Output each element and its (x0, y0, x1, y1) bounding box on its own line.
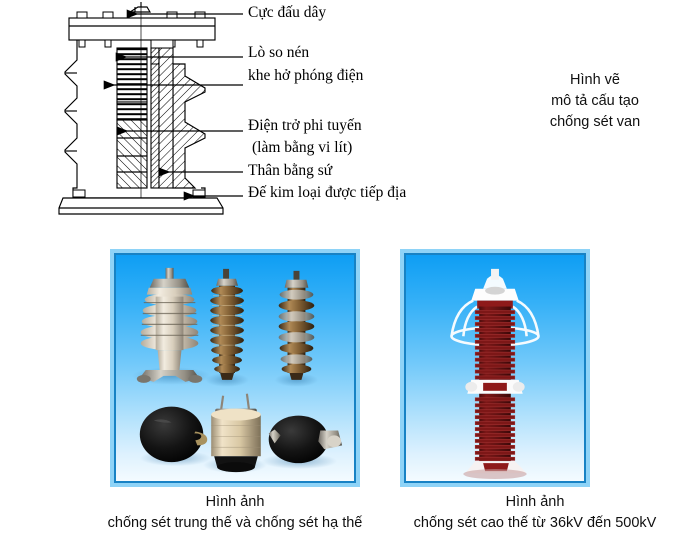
caption-medium-voltage: Hình ảnh chống sét trung thế và chống sé… (55, 492, 415, 533)
caption-medium-voltage-line-1: Hình ảnh (205, 494, 265, 510)
side-note-line-1: Hình vẽ (570, 72, 620, 88)
caption-high-voltage-line-1: Hình ảnh (505, 494, 565, 510)
arrester-porcelain-white (131, 267, 212, 385)
photo-inner-medium-voltage (114, 253, 356, 483)
arrester-sheds-upper (474, 310, 516, 380)
side-note-line-2: mô tả cấu tạo (551, 93, 639, 110)
side-note-line-3: chống sét van (549, 114, 641, 131)
callout-label-porcelain-body: Thân bằng sứ (248, 162, 333, 179)
callout-label-spark-gap: khe hở phóng điện (248, 67, 364, 84)
callout-label-terminal: Cực đấu dây (248, 4, 327, 21)
callout-label-spring: Lò so nén (248, 44, 310, 61)
caption-medium-voltage-line-2: chống sét trung thế và chống sét hạ thế (107, 514, 363, 531)
callout-label-grounded-base: Đế kim loại được tiếp địa (248, 184, 407, 201)
arrester-sheds-lower (474, 397, 516, 461)
top-terminal-cap (471, 268, 519, 309)
cross-section-diagram-area: Cực đấu dây Lò so nén khe hở phóng điện … (0, 0, 700, 235)
medium-voltage-arrester-photo (131, 267, 343, 474)
high-voltage-arrester-photo (450, 268, 540, 480)
arrester-polymer-grey-right (274, 270, 319, 387)
photo-inner-high-voltage (404, 253, 586, 483)
photo-panel-high-voltage (400, 249, 590, 487)
caption-high-voltage-line-2: chống sét cao thế từ 36kV đến 500kV (413, 514, 657, 531)
arrester-low-voltage-black-left (139, 406, 212, 467)
surge-arrester-cross-section-drawing (58, 2, 224, 215)
photo-panel-medium-voltage (110, 249, 360, 487)
arrester-low-voltage-cream-middle (203, 393, 267, 474)
arrester-low-voltage-black-right (261, 415, 343, 470)
callout-label-nonlinear-resistor: Điện trở phi tuyến (248, 117, 362, 134)
caption-high-voltage: Hình ảnh chống sét cao thế từ 36kV đến 5… (370, 492, 700, 533)
diagram-side-note: Hình vẽ mô tả cấu tạo chống sét van (500, 70, 690, 133)
base-flange (463, 461, 527, 480)
arrester-polymer-brown-middle (205, 268, 249, 387)
middle-flange (465, 379, 525, 394)
callout-label-resistor-material: (làm bằng vi lít) (252, 139, 353, 156)
